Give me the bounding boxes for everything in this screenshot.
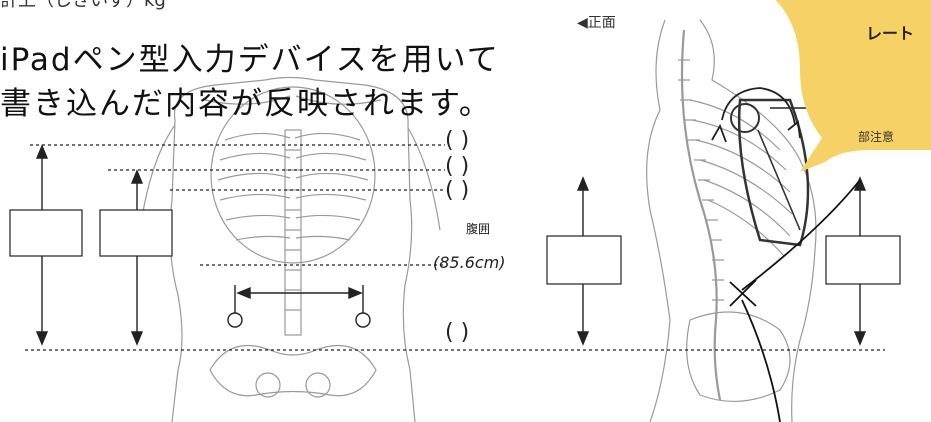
paren-field-chest[interactable]: ( ) xyxy=(445,128,470,153)
paren-field-under-chest[interactable]: ( ) xyxy=(445,154,470,179)
callout-warning: 部注意 xyxy=(858,130,895,144)
front-view-label[interactable]: ◀正面 xyxy=(577,15,616,31)
measure-box-1[interactable] xyxy=(9,209,83,257)
vertical-arrows xyxy=(35,144,867,346)
handwritten-annotation xyxy=(729,179,861,422)
note-line-1: iPadペン型入力デバイスを用いて xyxy=(0,42,500,78)
waist-value[interactable]: (85.6cm) xyxy=(433,253,506,272)
callout-bubble xyxy=(775,0,931,172)
callout-text: レート xyxy=(866,24,915,43)
hip-marker-left xyxy=(227,312,243,328)
hip-marker-right xyxy=(355,312,371,328)
paren-field-hip[interactable]: ( ) xyxy=(445,320,470,345)
measure-box-4[interactable] xyxy=(825,235,901,285)
measure-box-3[interactable] xyxy=(546,235,622,285)
paren-field-ribs[interactable]: ( ) xyxy=(445,178,470,203)
note-line-2: 書き込んだ内容が反映されます。 xyxy=(0,86,492,122)
waist-label: 腹囲 xyxy=(466,222,491,236)
front-body-figure xyxy=(139,76,441,422)
guide-lines xyxy=(25,144,885,351)
measure-box-2[interactable] xyxy=(99,209,173,257)
side-body-figure xyxy=(646,19,830,422)
header-text: 計上（しきいず）kg xyxy=(0,0,166,11)
